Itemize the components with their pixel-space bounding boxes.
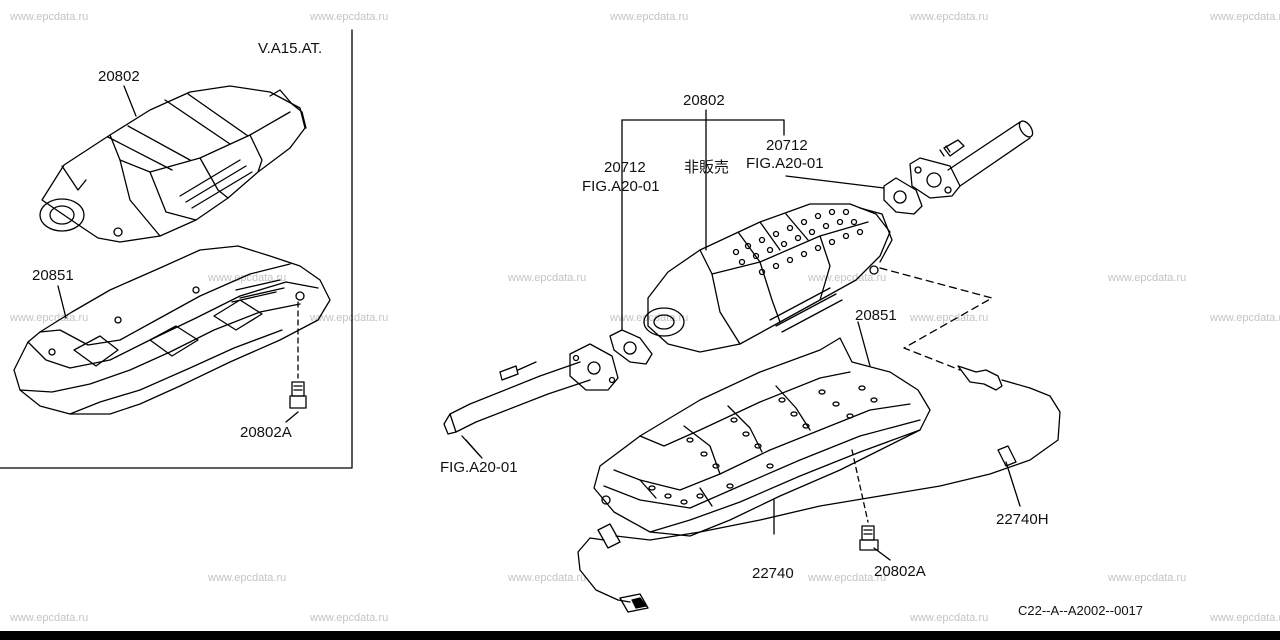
label-not-for-sale: 非販売 xyxy=(684,159,729,176)
label-sensor-bracket: 22740H xyxy=(996,511,1049,528)
rear-exhaust-pipe xyxy=(909,120,1034,199)
leader-left-heat-shield xyxy=(57,285,67,319)
label-heat-shield: 20851 xyxy=(855,307,897,324)
label-gasket-left-fig: FIG.A20-01 xyxy=(582,178,660,195)
label-gasket-right-number: 20712 xyxy=(766,137,808,154)
label-left-converter: 20802 xyxy=(98,68,140,85)
variant-label: V.A15.AT. xyxy=(258,40,322,57)
leader-bolt xyxy=(873,547,891,561)
leader-sensor-bracket xyxy=(1005,461,1021,507)
watermark: www.epcdata.ru xyxy=(1210,312,1280,324)
watermark: www.epcdata.ru xyxy=(1108,572,1187,584)
label-left-heat-shield: 20851 xyxy=(32,267,74,284)
variant-box-border xyxy=(0,29,353,469)
leader-front-pipe xyxy=(465,439,483,459)
label-gasket-left-number: 20712 xyxy=(604,159,646,176)
diagram-code: C22--A--A2002--0017 xyxy=(1018,603,1143,618)
watermark: www.epcdata.ru xyxy=(1210,11,1280,23)
watermark: www.epcdata.ru xyxy=(508,272,587,284)
watermark: www.epcdata.ru xyxy=(808,572,887,584)
watermark: www.epcdata.ru xyxy=(610,312,689,324)
leader-left-converter xyxy=(123,85,137,117)
watermark: www.epcdata.ru xyxy=(10,11,89,23)
watermark: www.epcdata.ru xyxy=(1210,612,1280,624)
assembly-dash xyxy=(851,449,869,523)
watermark: www.epcdata.ru xyxy=(10,612,89,624)
watermark: www.epcdata.ru xyxy=(508,572,587,584)
main-catalytic-converter xyxy=(643,203,893,353)
left-bolt xyxy=(289,301,307,409)
leader-left-bolt xyxy=(285,411,299,423)
leader-heat-shield xyxy=(857,321,871,367)
watermark: www.epcdata.ru xyxy=(310,312,389,324)
assembly-dash xyxy=(879,267,993,371)
exhaust-temperature-sensor xyxy=(577,365,1061,613)
bottom-border xyxy=(0,631,1280,640)
label-front-pipe-fig: FIG.A20-01 xyxy=(440,459,518,476)
front-pipe xyxy=(443,343,619,457)
label-gasket-right-fig: FIG.A20-01 xyxy=(746,155,824,172)
watermark: www.epcdata.ru xyxy=(310,612,389,624)
watermark: www.epcdata.ru xyxy=(910,312,989,324)
watermark: www.epcdata.ru xyxy=(1108,272,1187,284)
group-bracket xyxy=(621,119,785,136)
watermark: www.epcdata.ru xyxy=(10,312,89,324)
gasket-left xyxy=(609,329,653,365)
label-left-bolt: 20802A xyxy=(240,424,292,441)
watermark: www.epcdata.ru xyxy=(910,612,989,624)
leader-gasket-right xyxy=(785,175,885,189)
gasket-right xyxy=(883,177,923,215)
watermark: www.epcdata.ru xyxy=(208,572,287,584)
left-catalytic-converter xyxy=(39,85,307,243)
watermark: www.epcdata.ru xyxy=(610,11,689,23)
label-sensor: 22740 xyxy=(752,565,794,582)
left-heat-shield xyxy=(13,245,331,415)
watermark: www.epcdata.ru xyxy=(208,272,287,284)
main-heat-shield xyxy=(593,337,931,537)
watermark: www.epcdata.ru xyxy=(910,11,989,23)
label-bolt: 20802A xyxy=(874,563,926,580)
bolt xyxy=(859,525,879,551)
label-main-converter: 20802 xyxy=(683,92,725,109)
watermark: www.epcdata.ru xyxy=(310,11,389,23)
